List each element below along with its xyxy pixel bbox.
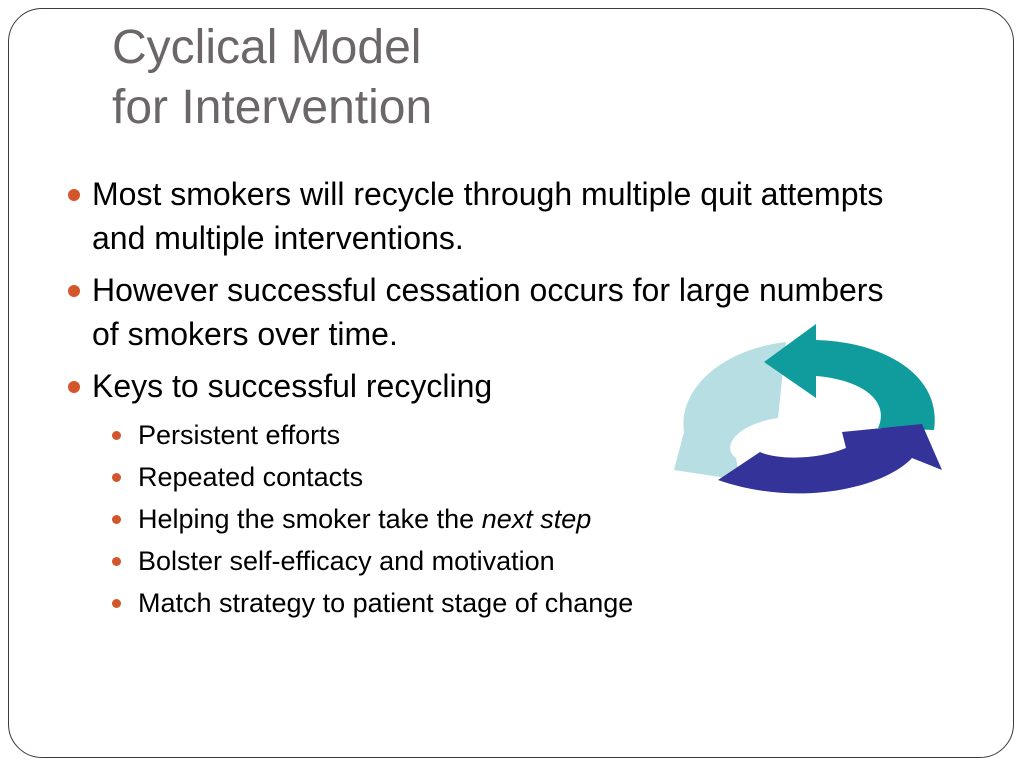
sub-bullet-dot-icon bbox=[112, 515, 121, 524]
slide-title: Cyclical Model for Intervention bbox=[112, 18, 432, 138]
title-line-2: for Intervention bbox=[112, 81, 433, 134]
bullet-item: Most smokers will recycle through multip… bbox=[68, 172, 948, 260]
bullet-item: Keys to successful recycling Persistent … bbox=[68, 364, 948, 624]
sub-bullet-dot-icon bbox=[112, 431, 121, 440]
sub-bullet-dot-icon bbox=[112, 599, 121, 608]
sub-bullet-dot-icon bbox=[112, 473, 121, 482]
bullet-dot-icon bbox=[68, 189, 80, 201]
bullet-text: However successful cessation occurs for … bbox=[92, 272, 884, 352]
sub-bullet-text: Helping the smoker take the bbox=[138, 504, 482, 534]
sub-bullet-item: Repeated contacts bbox=[106, 456, 948, 498]
sub-bullet-text: Match strategy to patient stage of chang… bbox=[138, 588, 634, 618]
light-arrow-segment bbox=[674, 342, 786, 480]
bullet-list: Most smokers will recycle through multip… bbox=[68, 172, 948, 632]
slide-frame bbox=[8, 8, 1014, 758]
title-line-1: Cyclical Model bbox=[112, 21, 422, 74]
sub-bullet-text: Repeated contacts bbox=[138, 462, 364, 492]
sub-bullet-item: Helping the smoker take the next step bbox=[106, 498, 948, 540]
bullet-text: Most smokers will recycle through multip… bbox=[92, 176, 884, 256]
sub-bullet-item: Persistent efforts bbox=[106, 414, 948, 456]
navy-arrow-segment bbox=[718, 424, 942, 494]
bullet-dot-icon bbox=[68, 381, 80, 393]
sub-bullet-dot-icon bbox=[112, 557, 121, 566]
sub-bullet-item: Bolster self-efficacy and motivation bbox=[106, 540, 948, 582]
sub-bullet-emphasis: next step bbox=[481, 504, 592, 534]
bullet-dot-icon bbox=[68, 285, 80, 297]
circular-arrows-icon bbox=[674, 324, 942, 494]
sub-bullet-text: Bolster self-efficacy and motivation bbox=[138, 546, 555, 576]
bullet-item: However successful cessation occurs for … bbox=[68, 268, 948, 356]
sub-bullet-text: Persistent efforts bbox=[138, 420, 341, 450]
teal-arrow-segment bbox=[764, 324, 935, 430]
bullet-text: Keys to successful recycling bbox=[92, 368, 493, 404]
sub-bullet-list: Persistent efforts Repeated contacts Hel… bbox=[92, 414, 948, 624]
sub-bullet-item: Match strategy to patient stage of chang… bbox=[106, 582, 948, 624]
